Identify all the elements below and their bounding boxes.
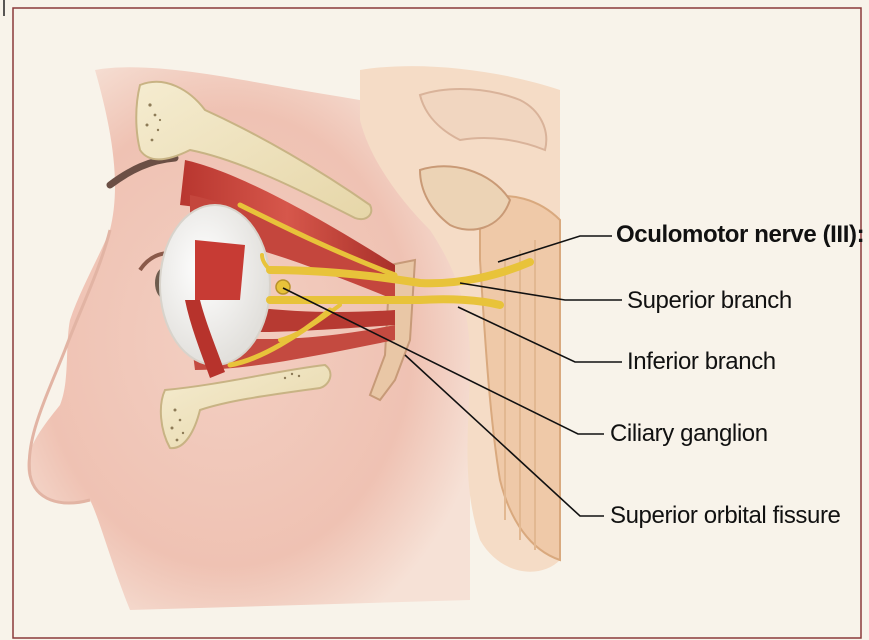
ciliary-ganglion-node [276,280,290,294]
muscle-on-eye [195,240,245,300]
label-ciliary-ganglion: Ciliary ganglion [610,420,768,448]
label-oculomotor-nerve: Oculomotor nerve (III): [616,221,864,249]
label-inferior-branch: Inferior branch [627,348,776,376]
label-superior-orbital-fissure: Superior orbital fissure [610,502,841,530]
label-superior-branch: Superior branch [627,287,792,315]
